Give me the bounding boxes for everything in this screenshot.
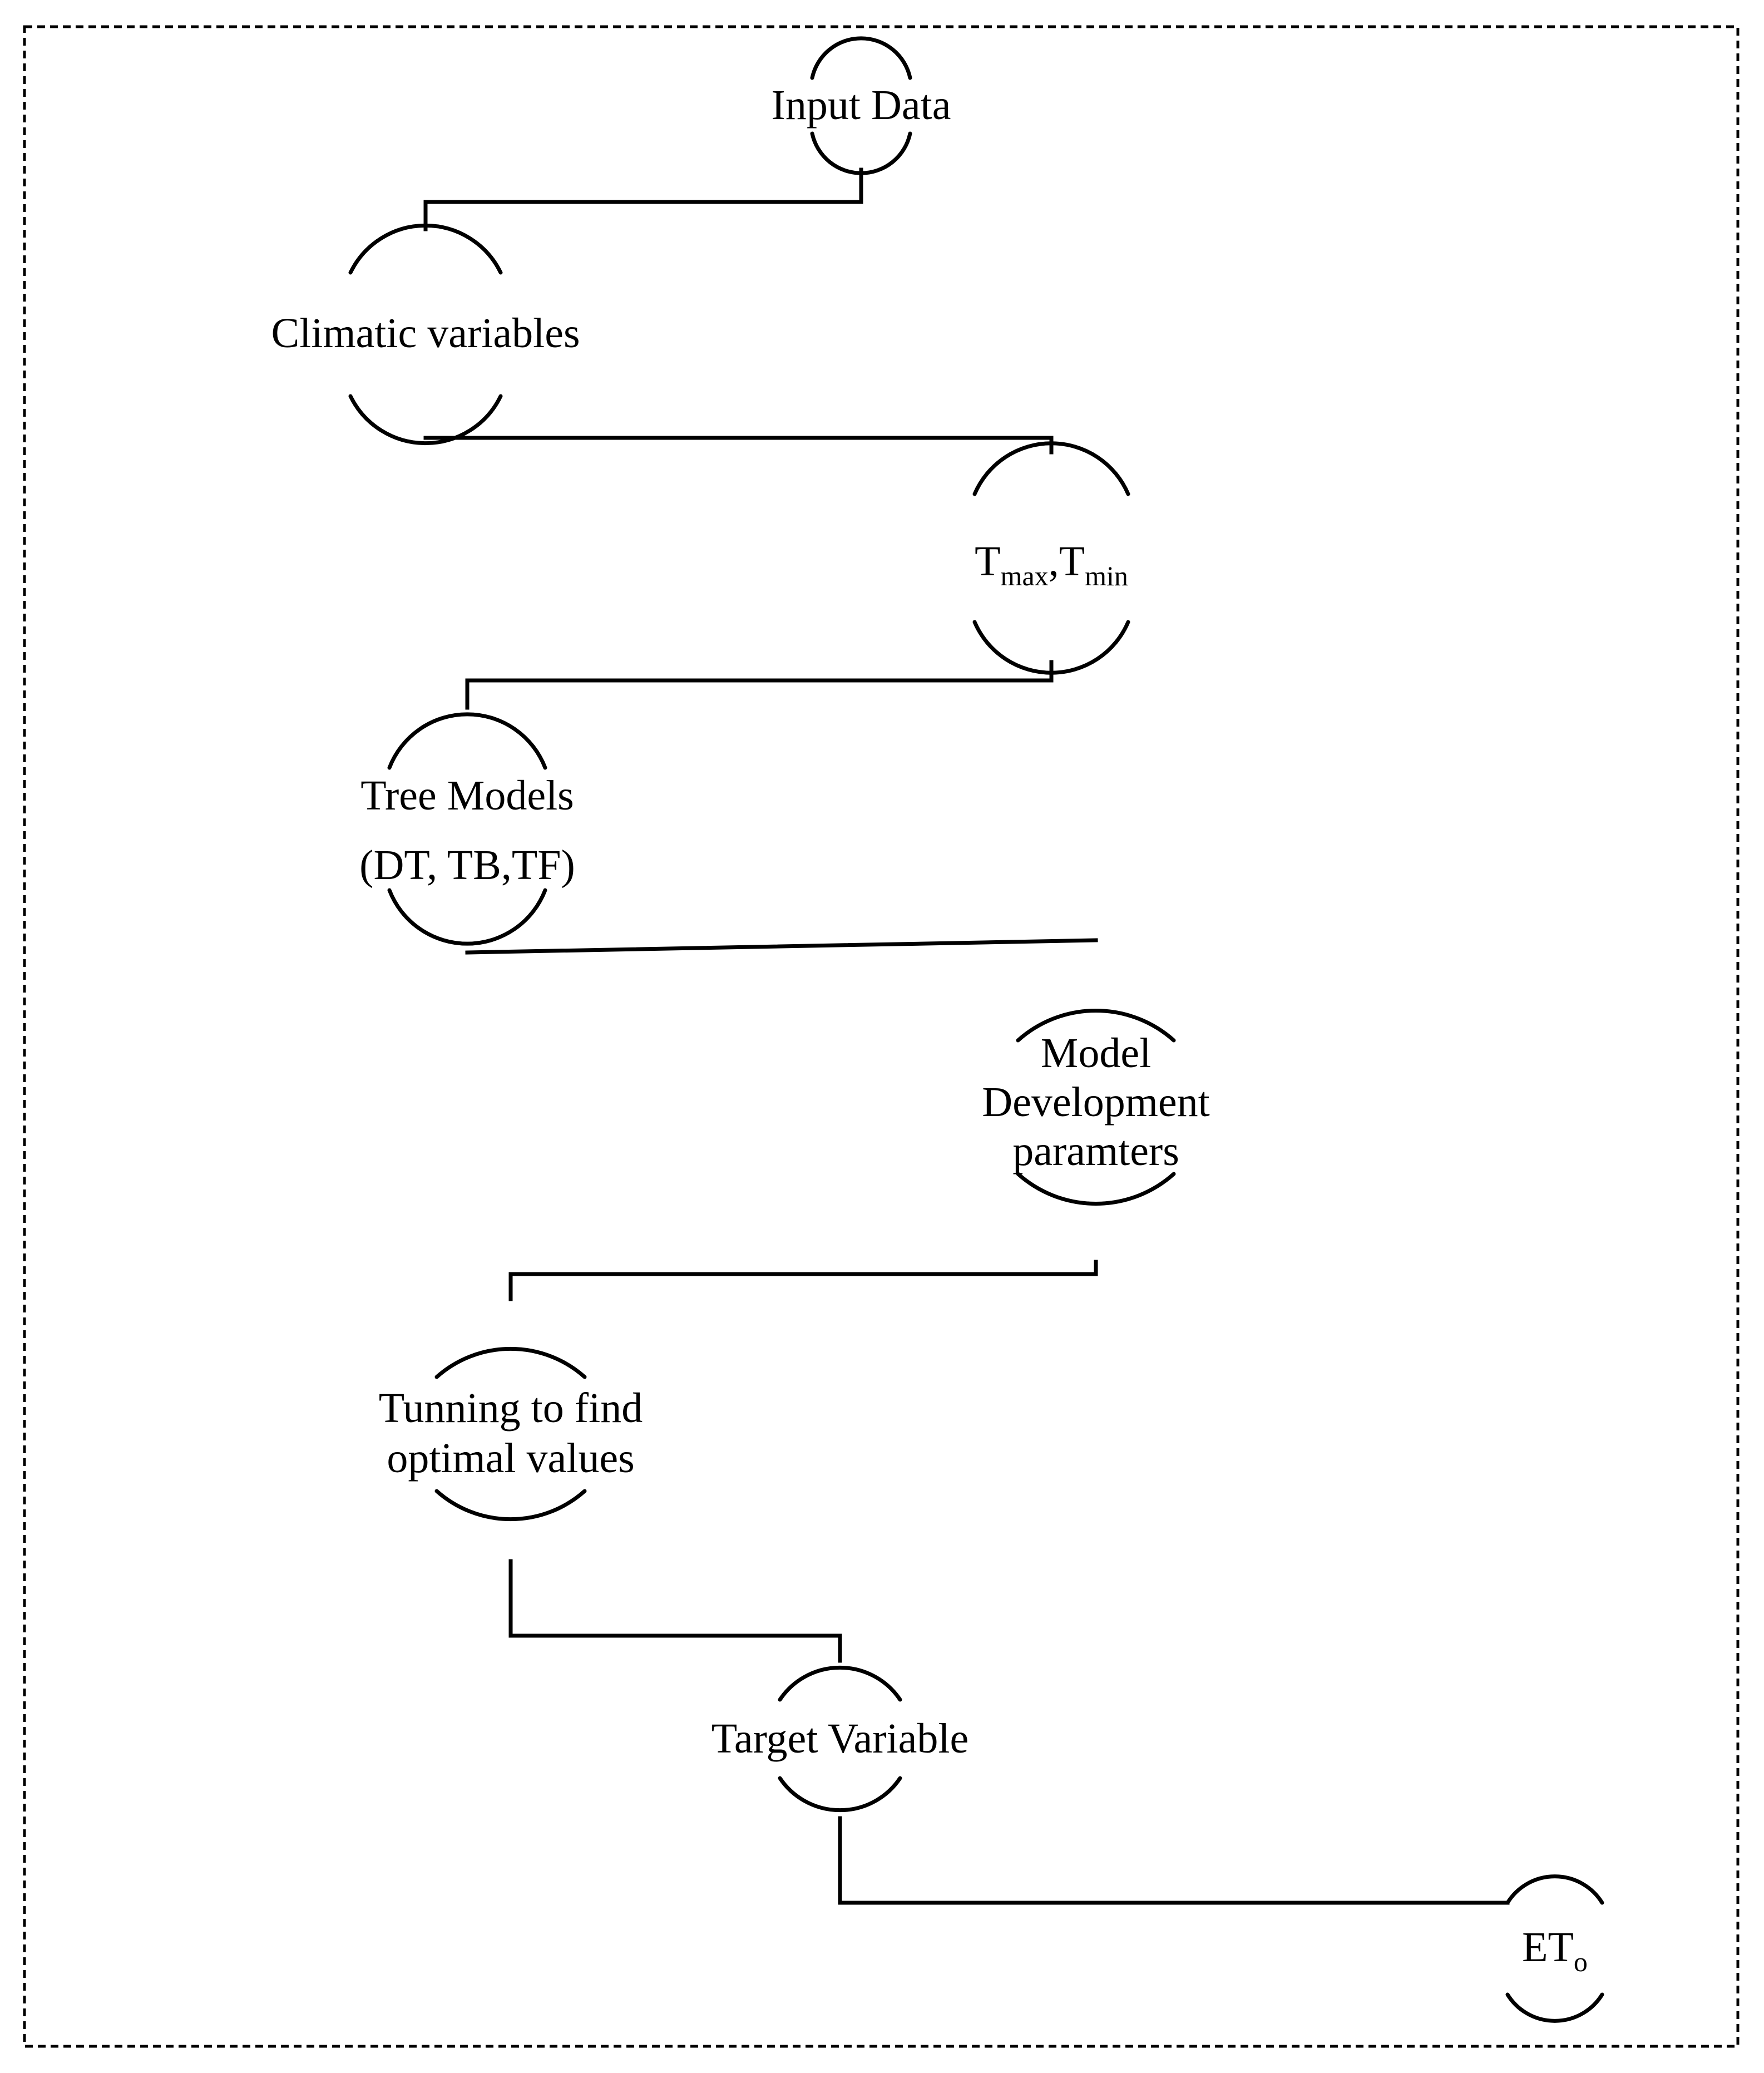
eto-sub: o bbox=[1574, 1946, 1588, 1977]
node-tuning-label-line1: Tunning to find bbox=[379, 1385, 643, 1432]
connector-tuning-to-target bbox=[508, 1559, 842, 1663]
node-eto-bottom-arc bbox=[1505, 1992, 1604, 2023]
connector-temps-to-tree bbox=[465, 660, 1054, 710]
node-modeldev-label-line3: paramters bbox=[1012, 1128, 1179, 1174]
node-temperature-inputs: Tmax,Tmin bbox=[972, 441, 1130, 675]
node-tree-label-line2: (DT, TB,TF) bbox=[359, 842, 575, 889]
node-target-variable: Target Variable bbox=[711, 1665, 969, 1813]
connector-input-to-climatic bbox=[423, 167, 863, 231]
node-tuning-bottom-arc bbox=[434, 1489, 587, 1522]
node-eto-label: ETo bbox=[1522, 1924, 1588, 1977]
temps-sub-max: max bbox=[1001, 560, 1049, 591]
eto-main: ET bbox=[1522, 1924, 1574, 1971]
node-modeldev-top-arc bbox=[1016, 1009, 1176, 1043]
connectors bbox=[423, 167, 1510, 1905]
node-climatic-label: Climatic variables bbox=[271, 310, 580, 357]
node-target-label: Target Variable bbox=[711, 1715, 969, 1762]
node-climatic-variables: Climatic variables bbox=[271, 223, 580, 446]
node-tree-top-arc bbox=[387, 712, 547, 770]
node-modeldev-label-line2: Development bbox=[982, 1079, 1209, 1126]
node-model-development: Model Development paramters bbox=[982, 1009, 1210, 1206]
node-modeldev-bottom-arc bbox=[1016, 1172, 1176, 1206]
node-climatic-bottom-arc bbox=[348, 394, 503, 446]
outer-dashed-frame bbox=[23, 25, 1740, 2048]
connector-target-to-eto bbox=[838, 1816, 1510, 1905]
node-tree-bottom-arc bbox=[387, 888, 547, 946]
node-climatic-top-arc bbox=[348, 223, 503, 275]
temps-comma: , bbox=[1049, 538, 1059, 585]
node-tree-models: Tree Models (DT, TB,TF) bbox=[359, 712, 575, 946]
connector-climatic-to-temps bbox=[423, 436, 1054, 455]
node-modeldev-label-line1: Model bbox=[1041, 1030, 1151, 1077]
node-temps-top-arc bbox=[972, 441, 1130, 496]
node-tuning-top-arc bbox=[434, 1346, 587, 1379]
temps-sub-min: min bbox=[1085, 560, 1128, 591]
node-eto: ETo bbox=[1505, 1874, 1604, 2023]
node-input-data: Input Data bbox=[772, 36, 951, 175]
node-input-data-top-arc bbox=[810, 36, 912, 80]
node-target-top-arc bbox=[778, 1665, 902, 1702]
node-input-data-label: Input Data bbox=[772, 82, 951, 129]
temps-t2: T bbox=[1059, 538, 1085, 585]
temps-t1: T bbox=[975, 538, 1000, 585]
node-temps-bottom-arc bbox=[972, 620, 1130, 675]
node-temps-label: Tmax,Tmin bbox=[975, 538, 1128, 591]
node-eto-top-arc bbox=[1505, 1874, 1604, 1905]
node-tuning-label-line2: optimal values bbox=[387, 1435, 634, 1482]
connector-modeldev-to-tuning bbox=[508, 1260, 1098, 1301]
node-tree-label-line1: Tree Models bbox=[360, 772, 574, 819]
node-target-bottom-arc bbox=[778, 1776, 902, 1813]
node-input-data-bottom-arc bbox=[810, 131, 912, 175]
connector-tree-to-modeldev bbox=[465, 938, 1098, 955]
node-tuning: Tunning to find optimal values bbox=[379, 1346, 643, 1522]
